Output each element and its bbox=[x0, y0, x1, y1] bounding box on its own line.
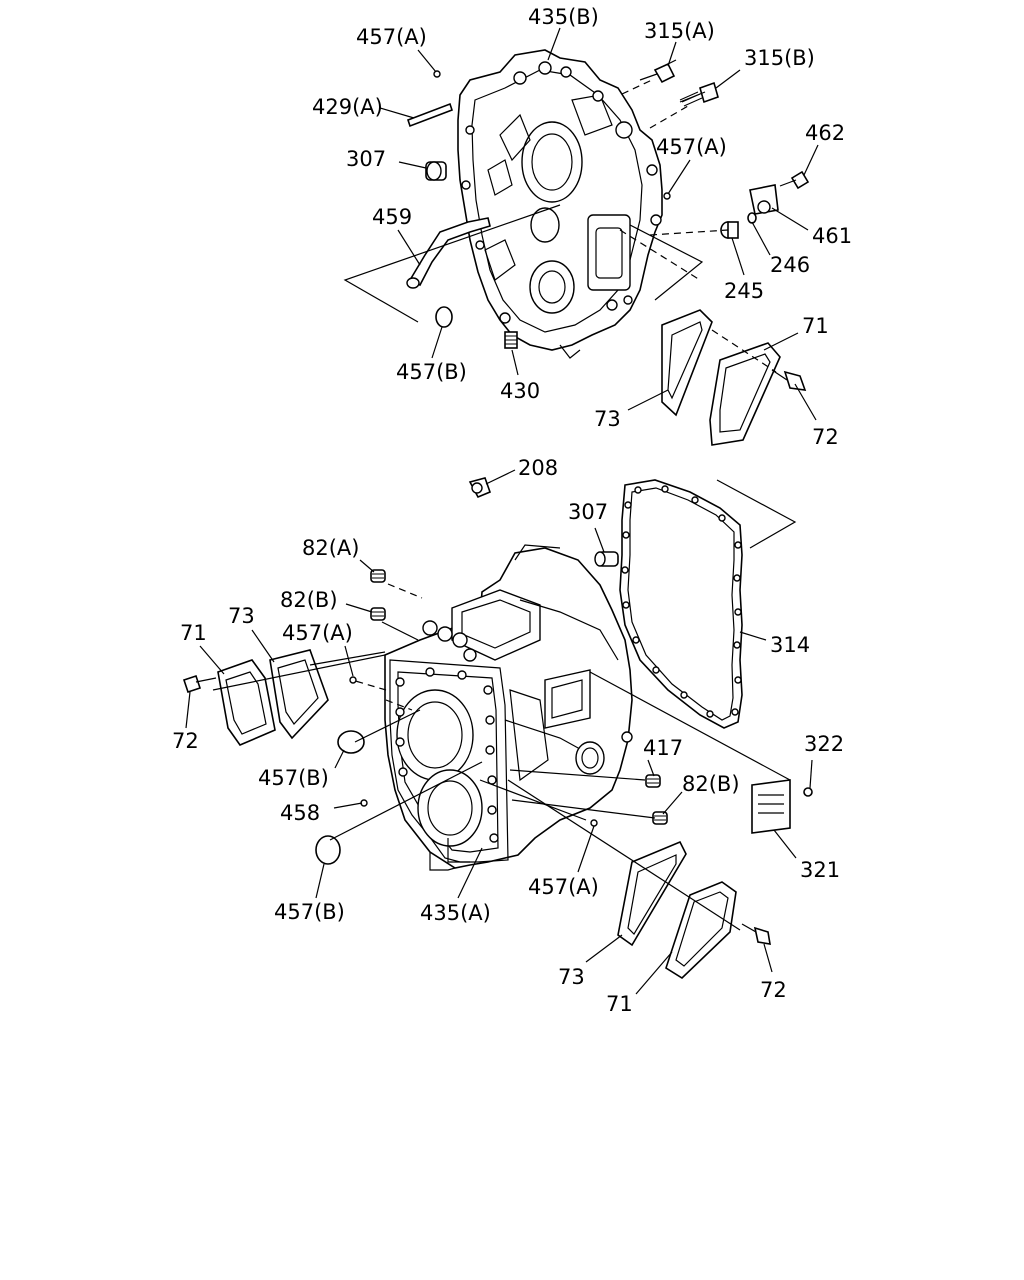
plug-417 bbox=[645, 774, 661, 788]
front-case-assembly bbox=[182, 477, 813, 980]
bracket-461 bbox=[749, 184, 779, 215]
plug-457b-upper bbox=[435, 306, 453, 328]
label-462: 462 bbox=[805, 121, 845, 145]
name-plate-321 bbox=[751, 779, 791, 834]
label-458: 458 bbox=[280, 801, 320, 825]
label-73-2: 73 bbox=[228, 604, 255, 628]
bolt-72-lower bbox=[741, 923, 771, 945]
label-457a-2: 457(A) bbox=[656, 135, 727, 159]
bolt-462 bbox=[779, 170, 810, 190]
plug-82b-2 bbox=[652, 811, 668, 825]
ball-457a-1 bbox=[433, 70, 441, 78]
label-435a: 435(A) bbox=[420, 901, 491, 925]
screw-322 bbox=[803, 787, 813, 797]
plug-82b-1 bbox=[370, 607, 386, 621]
label-461: 461 bbox=[812, 224, 852, 248]
label-322: 322 bbox=[804, 732, 844, 756]
label-417: 417 bbox=[643, 736, 683, 760]
elbow-208 bbox=[468, 477, 492, 499]
align-line-gasket bbox=[716, 479, 797, 549]
front-case-435a bbox=[384, 544, 633, 871]
ball-457a-3 bbox=[349, 676, 357, 684]
label-457b-3: 457(B) bbox=[274, 900, 345, 924]
cover-71-left bbox=[217, 659, 276, 746]
part-labels: 457(A) 435(B) 315(A) 315(B) 429(A) 307 4… bbox=[172, 5, 852, 1016]
label-72-2: 72 bbox=[172, 729, 199, 753]
label-307-2: 307 bbox=[568, 500, 608, 524]
label-435b: 435(B) bbox=[528, 5, 599, 29]
bolt-72-upper bbox=[771, 369, 807, 391]
label-429a: 429(A) bbox=[312, 95, 383, 119]
pipe-459 bbox=[406, 217, 491, 289]
label-430: 430 bbox=[500, 379, 540, 403]
label-71-2: 71 bbox=[180, 621, 207, 645]
rear-case-assembly bbox=[343, 49, 810, 446]
gasket-314 bbox=[619, 479, 743, 729]
bolt-72-left bbox=[182, 674, 217, 694]
pin-429a bbox=[406, 102, 454, 128]
label-73-1: 73 bbox=[594, 407, 621, 431]
bolt-315b bbox=[679, 81, 719, 107]
label-71-3: 71 bbox=[606, 992, 633, 1016]
bolt-315a bbox=[639, 59, 677, 84]
label-457a-1: 457(A) bbox=[356, 25, 427, 49]
label-321: 321 bbox=[800, 858, 840, 882]
washer-246 bbox=[747, 212, 757, 224]
plug-457b-lower-2 bbox=[315, 835, 341, 865]
bushing-307-upper bbox=[425, 161, 447, 181]
front-case-bolt-holes bbox=[395, 667, 499, 843]
gasket-314-holes bbox=[621, 485, 742, 718]
label-73-3: 73 bbox=[558, 965, 585, 989]
gasket-73-left bbox=[269, 649, 329, 740]
label-315b: 315(B) bbox=[744, 46, 815, 70]
gasket-73-lower bbox=[617, 840, 687, 947]
label-245: 245 bbox=[724, 279, 764, 303]
label-457a-4: 457(A) bbox=[528, 875, 599, 899]
label-246: 246 bbox=[770, 253, 810, 277]
label-72-3: 72 bbox=[760, 978, 787, 1002]
label-208: 208 bbox=[518, 456, 558, 480]
label-82a: 82(A) bbox=[302, 536, 359, 560]
plug-82a bbox=[370, 569, 386, 583]
label-82b-1: 82(B) bbox=[280, 588, 338, 612]
align-line-upper-right bbox=[629, 224, 704, 301]
cover-71-upper bbox=[709, 342, 781, 446]
leader-lines bbox=[185, 27, 819, 995]
breather-430 bbox=[504, 331, 518, 349]
label-82b-2: 82(B) bbox=[682, 772, 740, 796]
ball-457a-2 bbox=[663, 192, 671, 200]
rear-case-435b bbox=[457, 49, 663, 359]
label-457a-3: 457(A) bbox=[282, 621, 353, 645]
label-315a: 315(A) bbox=[644, 19, 715, 43]
label-307-1: 307 bbox=[346, 147, 386, 171]
plug-457b-lower-1 bbox=[337, 730, 365, 754]
label-72-1: 72 bbox=[812, 425, 839, 449]
label-459: 459 bbox=[372, 205, 412, 229]
bushing-307-lower bbox=[594, 551, 619, 567]
label-71-1: 71 bbox=[802, 314, 829, 338]
label-314: 314 bbox=[770, 633, 810, 657]
label-457b-2: 457(B) bbox=[258, 766, 329, 790]
gasket-73-upper bbox=[661, 309, 713, 417]
ball-457a-4 bbox=[590, 819, 598, 827]
cover-71-lower bbox=[665, 881, 737, 980]
align-line-upper-left bbox=[343, 204, 561, 323]
label-457b-1: 457(B) bbox=[396, 360, 467, 384]
